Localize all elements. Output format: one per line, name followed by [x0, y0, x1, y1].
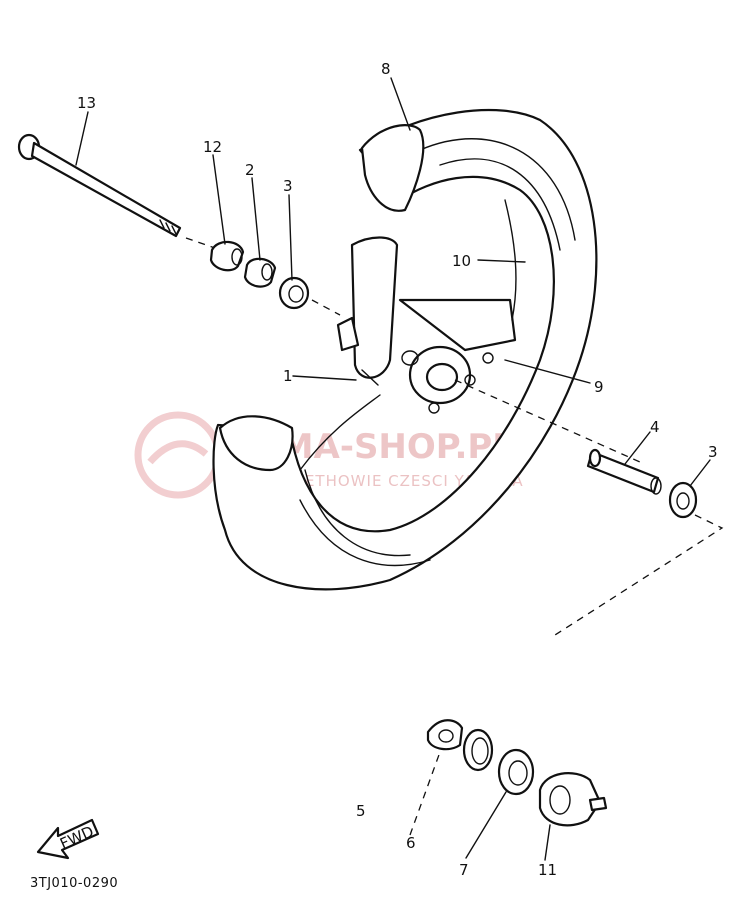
- callout-10: 10: [452, 252, 471, 270]
- spacer-part: [243, 257, 277, 288]
- collar-part: [209, 240, 245, 272]
- callout-4: 4: [650, 418, 660, 436]
- bearing-leader: [311, 299, 341, 316]
- fwd-label: FWD: [57, 822, 96, 853]
- callout-13: 13: [77, 94, 96, 112]
- callout-3-right: 3: [708, 443, 718, 461]
- drawing-code: 3TJ010-0290: [30, 876, 118, 891]
- bearing-right: [668, 481, 698, 519]
- axle-leader: [185, 237, 216, 249]
- spacer-right: [586, 448, 662, 495]
- callout-7: 7: [459, 861, 469, 879]
- fwd-arrow-icon: FWD: [36, 818, 100, 860]
- callout-5: 5: [356, 802, 366, 820]
- leader-lines: [75, 77, 711, 861]
- callout-1: 1: [283, 367, 293, 385]
- oil-seal: [462, 728, 494, 772]
- callout-12: 12: [203, 138, 222, 156]
- callout-2: 2: [245, 161, 255, 179]
- clutch-retainer: [426, 719, 464, 751]
- callout-9: 9: [594, 378, 604, 396]
- callout-11: 11: [538, 861, 557, 879]
- callout-8: 8: [381, 60, 391, 78]
- wheel-hub: [299, 199, 517, 471]
- wheel-rim: [212, 108, 598, 591]
- assembly-leader: [554, 514, 724, 636]
- axle-shaft: [17, 133, 182, 238]
- callout-6: 6: [406, 834, 416, 852]
- callout-3-left: 3: [283, 177, 293, 195]
- bearing-left: [278, 276, 310, 310]
- bearing-speedo: [497, 748, 535, 796]
- speedometer-gear-unit: [538, 772, 608, 827]
- watermark-sub: WEBLETHOWIE CZESCI YAMAHA: [258, 472, 524, 490]
